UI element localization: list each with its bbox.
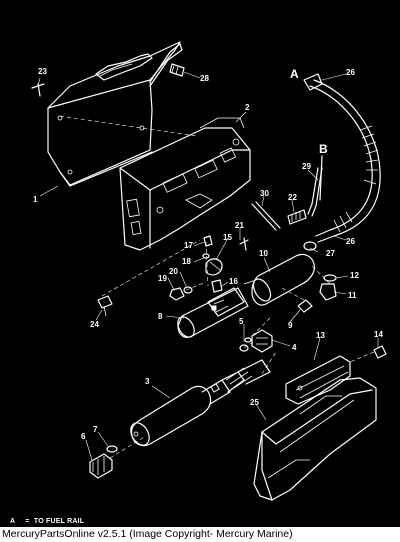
callout-5: 5 [239,317,244,326]
legend: A = TO FUEL RAIL [10,518,84,525]
part-4-fitting [251,329,273,353]
callout-21: 21 [235,221,244,230]
part-15-clamp [205,258,223,276]
callout-23: 23 [38,67,47,76]
callout-20: 20 [169,267,178,276]
callout-29: 29 [302,162,311,171]
part-6-fitting [89,453,113,479]
callout-1: 1 [33,195,38,204]
part-28-clip [169,63,185,77]
parts-diagram: 1 2 3 4 5 6 7 8 9 10 11 12 13 14 15 16 1… [31,41,387,501]
callout-14: 14 [374,330,383,339]
callout-10: 10 [259,249,268,258]
callout-25: 25 [250,398,259,407]
callout-22: 22 [288,193,297,202]
callout-28: 28 [200,74,209,83]
part-27-clamp [303,241,317,251]
part-11-fitting [319,283,337,301]
part-19-nut [169,287,185,301]
callout-7: 7 [93,425,98,434]
callout-8: 8 [158,312,163,321]
part-1-bracket [47,41,183,187]
callout-2: 2 [245,103,250,112]
legend-text: TO FUEL RAIL [33,518,85,525]
part-13-bracket [285,355,351,405]
callout-16: 16 [229,277,238,286]
part-25-cover [253,377,377,501]
part-10-filter-element [243,253,315,306]
callout-18: 18 [182,257,191,266]
part-7-washer [106,445,118,453]
part-26-hose-b [307,167,323,217]
part-21-stud [239,237,249,251]
copyright-caption: MercuryPartsOnline v2.5.1 (Image Copyrig… [0,527,400,542]
callout-26b: 26 [346,237,355,246]
part-24-screw [97,295,113,317]
part-16-screw [211,279,223,293]
part-9-sensor [297,299,313,313]
part-8-filter [177,287,249,338]
part-29-line [319,155,323,201]
marker-b: B [319,142,328,156]
marker-a: A [290,67,299,81]
callout-labels: 1 2 3 4 5 6 7 8 9 10 11 12 13 14 15 16 1… [33,67,383,441]
callout-12: 12 [350,271,359,280]
callout-27: 27 [326,249,335,258]
legend-separator: = [25,518,30,525]
part-3-fuel-pump [130,359,271,447]
part-18-washer [202,253,210,259]
callout-17: 17 [184,241,193,250]
callout-15: 15 [223,233,232,242]
leader-lines [37,71,379,461]
callout-26a: 26 [346,68,355,77]
legend-key: A [10,518,16,525]
part-17-screw [203,235,213,247]
part-22-fitting [287,209,307,225]
part-2-housing [119,117,251,251]
part-12-oring [323,274,337,282]
part-20-washer [183,286,193,294]
part-30-hose [251,201,281,231]
callout-9: 9 [288,321,293,330]
callout-30: 30 [260,189,269,198]
callout-3: 3 [145,377,150,386]
part-14-screw [373,345,387,359]
callout-24: 24 [90,320,99,329]
callout-6: 6 [81,432,86,441]
part-26-hose-a [303,73,381,243]
part-5-orings [239,337,252,352]
callout-4: 4 [292,343,297,352]
assembly-lines [59,115,375,459]
callout-13: 13 [316,331,325,340]
callout-11: 11 [348,291,357,300]
callout-19: 19 [158,274,167,283]
